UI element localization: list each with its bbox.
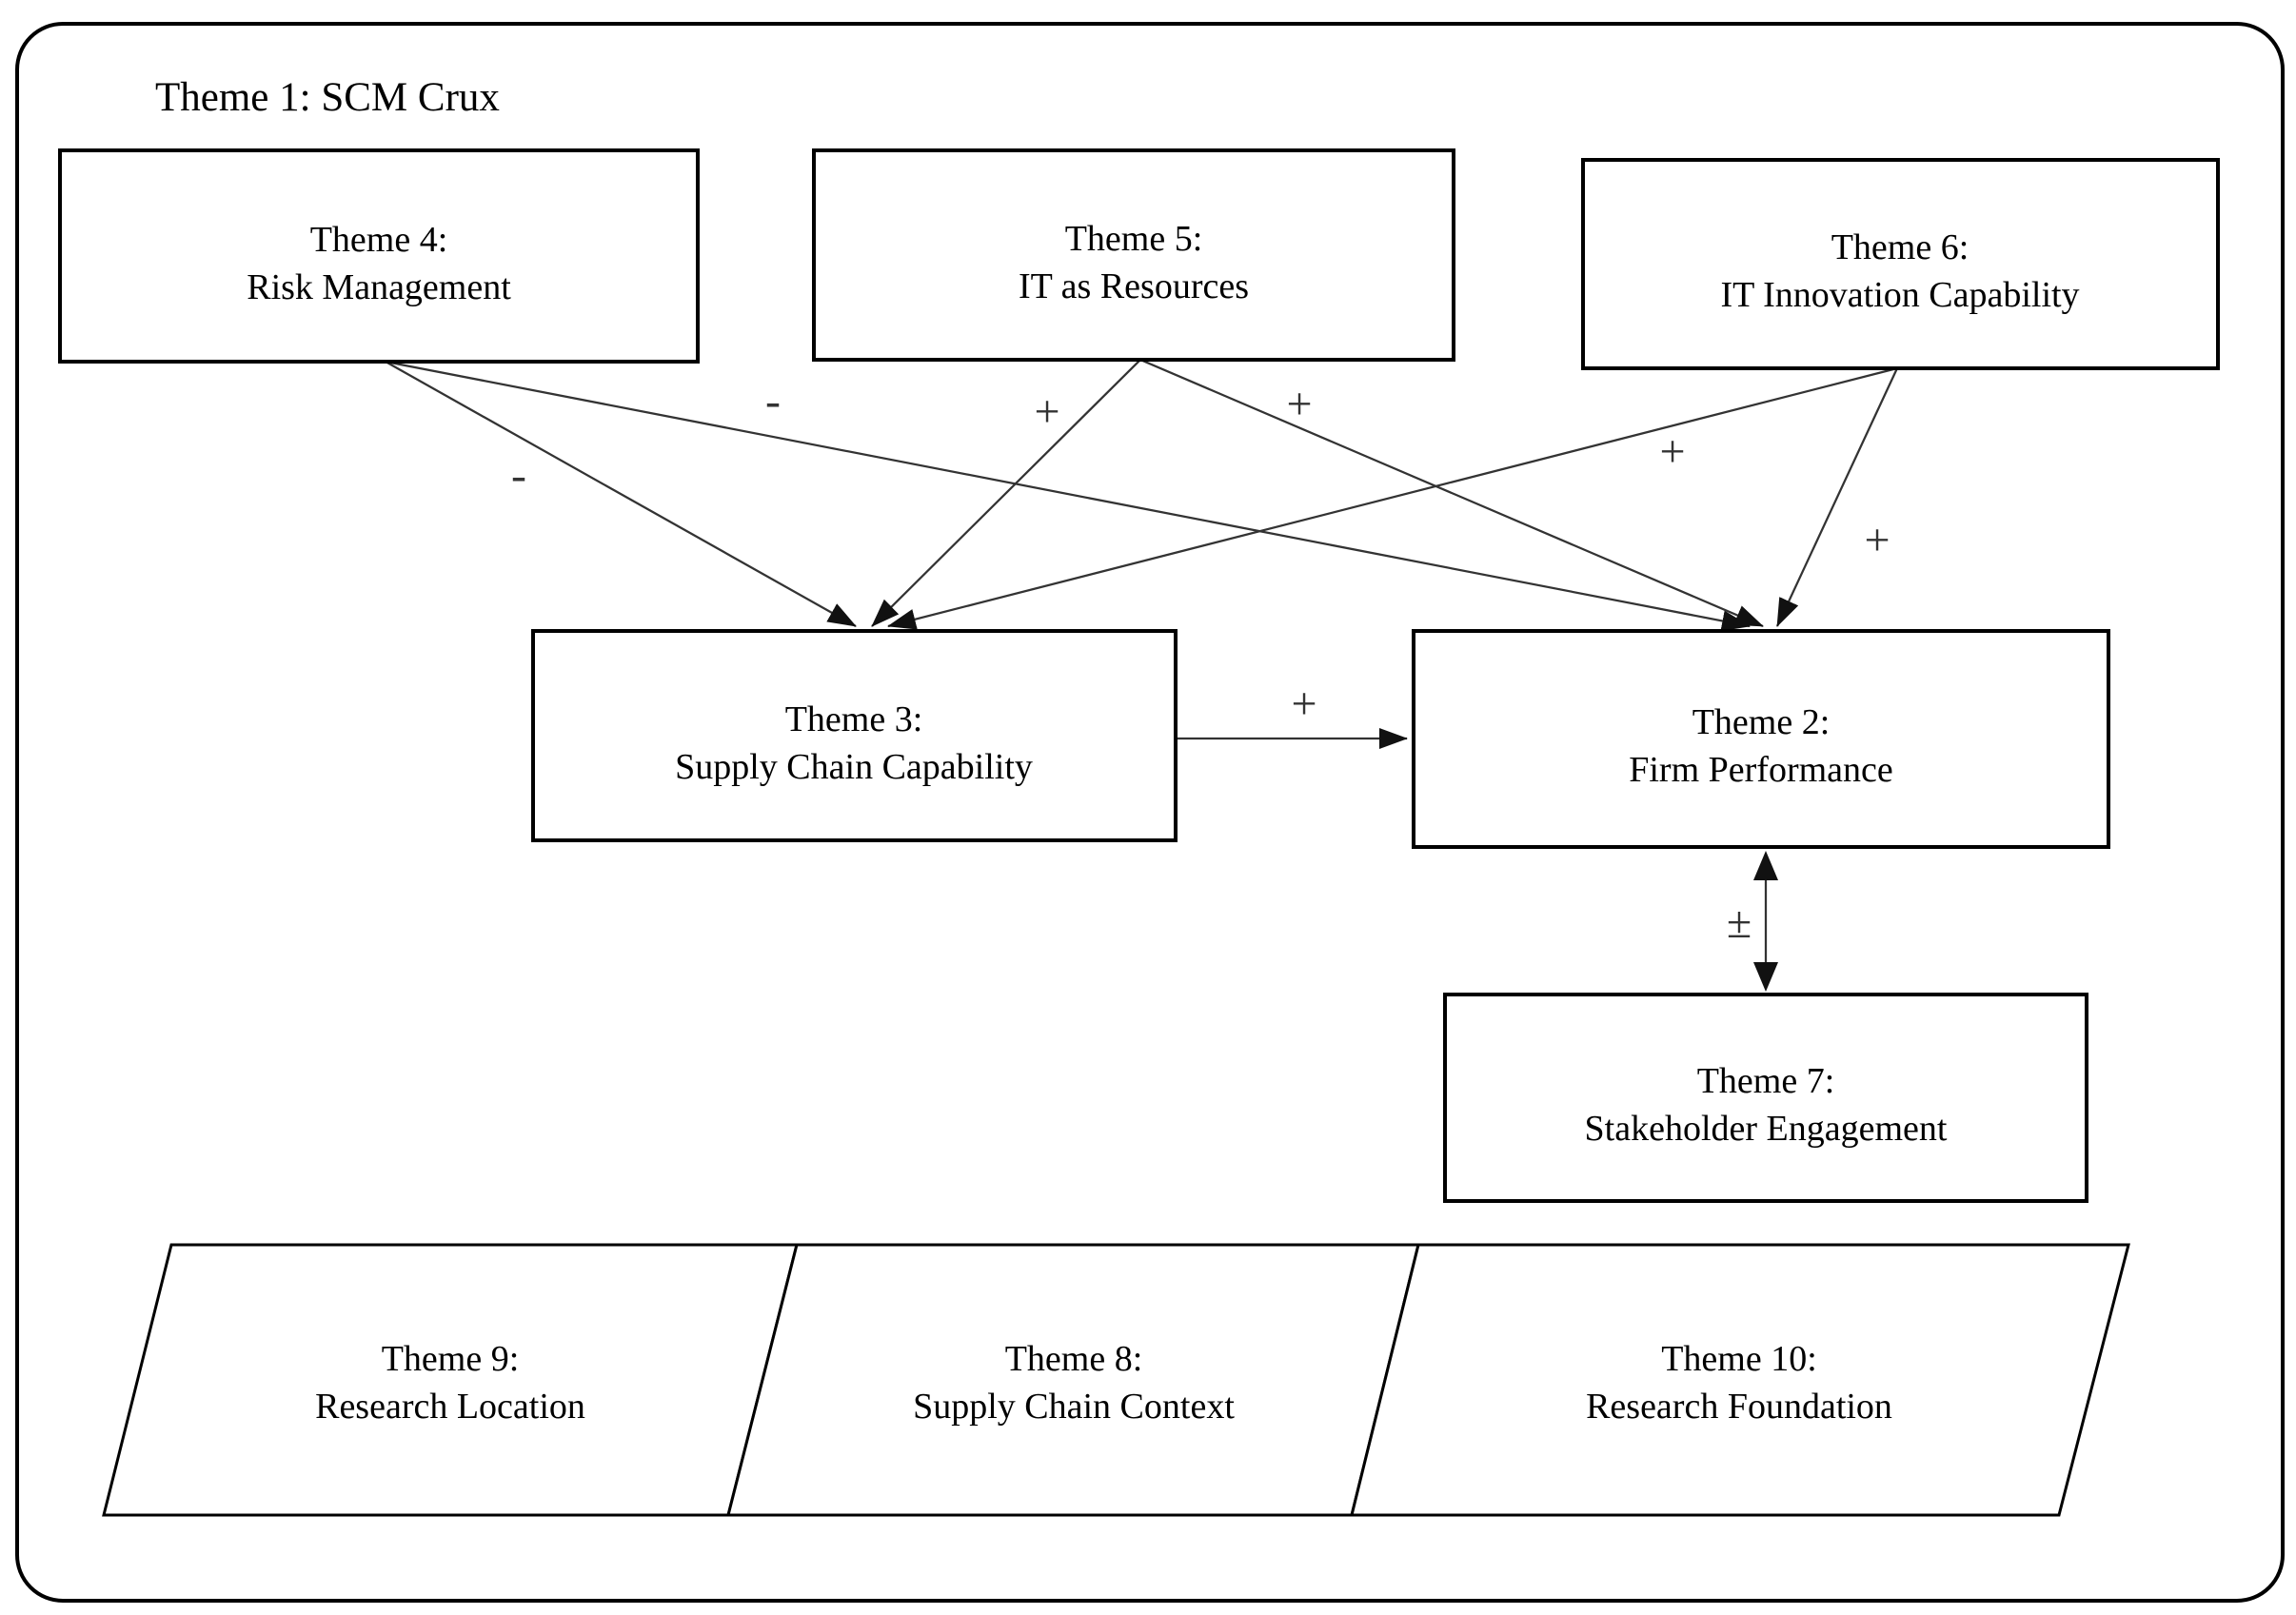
theme9-parallelogram bbox=[102, 1243, 799, 1517]
node-theme5: Theme 5: IT as Resources bbox=[812, 148, 1455, 362]
arrow-up-icon bbox=[1753, 851, 1778, 880]
node-theme10: Theme 10: Research Foundation bbox=[1350, 1243, 2130, 1517]
node-theme4: Theme 4: Risk Management bbox=[58, 148, 700, 364]
sign-theme6-theme2: + bbox=[1864, 515, 1890, 565]
theme6-label-line2: IT Innovation Capability bbox=[1720, 275, 2079, 315]
theme4-label-line1: Theme 4: bbox=[310, 220, 448, 260]
arrow-down-icon bbox=[1753, 962, 1778, 992]
theme5-label-line2: IT as Resources bbox=[1019, 266, 1249, 306]
sign-theme5-theme3: + bbox=[1034, 386, 1059, 437]
theme4-box bbox=[58, 148, 700, 364]
theme10-label-line1: Theme 10: bbox=[1661, 1339, 1817, 1379]
theme6-box bbox=[1581, 158, 2220, 370]
theme8-label-line1: Theme 8: bbox=[1005, 1339, 1143, 1379]
edge-theme6-to-theme3 bbox=[887, 366, 1898, 630]
sign-theme6-theme3: + bbox=[1659, 426, 1685, 477]
theme2-label-line2: Firm Performance bbox=[1629, 750, 1893, 790]
sign-theme4-theme3: - bbox=[511, 450, 526, 501]
theme3-box bbox=[531, 629, 1178, 842]
theme10-label-line2: Research Foundation bbox=[1586, 1387, 1892, 1427]
theme10-parallelogram bbox=[1350, 1243, 2130, 1517]
outer-border bbox=[15, 22, 2285, 1603]
theme8-parallelogram bbox=[726, 1243, 1420, 1517]
theme5-box bbox=[812, 148, 1455, 362]
edge-theme2-theme7-bidirectional bbox=[1753, 851, 1778, 992]
sign-theme3-theme2: + bbox=[1291, 679, 1316, 729]
edge-theme5-to-theme2 bbox=[1139, 358, 1764, 628]
theme4-label-line2: Risk Management bbox=[247, 267, 511, 307]
edge-theme4-to-theme2 bbox=[385, 360, 1751, 632]
theme2-box bbox=[1412, 629, 2110, 849]
edge-theme6-to-theme2 bbox=[1775, 367, 1899, 627]
sign-theme2-theme7-plus-minus: ± bbox=[1727, 897, 1752, 948]
node-theme8: Theme 8: Supply Chain Context bbox=[726, 1243, 1420, 1517]
edge-theme4-to-theme3 bbox=[385, 361, 857, 627]
theme3-label-line2: Supply Chain Capability bbox=[675, 747, 1033, 787]
node-theme7: Theme 7: Stakeholder Engagement bbox=[1443, 993, 2088, 1203]
node-theme6: Theme 6: IT Innovation Capability bbox=[1581, 158, 2220, 370]
node-theme3: Theme 3: Supply Chain Capability bbox=[531, 629, 1178, 842]
edge-signs-group: - - + + + + + ± bbox=[511, 376, 1890, 948]
node-theme2: Theme 2: Firm Performance bbox=[1412, 629, 2110, 849]
edge-theme5-to-theme3 bbox=[871, 359, 1141, 627]
theme2-label-line1: Theme 2: bbox=[1692, 702, 1831, 742]
theme9-label-line1: Theme 9: bbox=[382, 1339, 520, 1379]
theme8-label-line2: Supply Chain Context bbox=[913, 1387, 1235, 1427]
theme3-label-line1: Theme 3: bbox=[785, 699, 923, 739]
theme7-label-line2: Stakeholder Engagement bbox=[1585, 1109, 1948, 1149]
theme6-label-line1: Theme 6: bbox=[1831, 227, 1969, 267]
theme9-label-line2: Research Location bbox=[315, 1387, 585, 1427]
node-theme9: Theme 9: Research Location bbox=[102, 1243, 799, 1517]
edges-group bbox=[385, 358, 1899, 992]
diagram-title: Theme 1: SCM Crux bbox=[155, 75, 500, 120]
theme7-box bbox=[1443, 993, 2088, 1203]
sign-theme5-theme2: + bbox=[1286, 379, 1312, 429]
theme5-label-line1: Theme 5: bbox=[1065, 219, 1203, 259]
sign-theme4-theme2: - bbox=[765, 376, 781, 426]
theme7-label-line1: Theme 7: bbox=[1697, 1061, 1835, 1101]
